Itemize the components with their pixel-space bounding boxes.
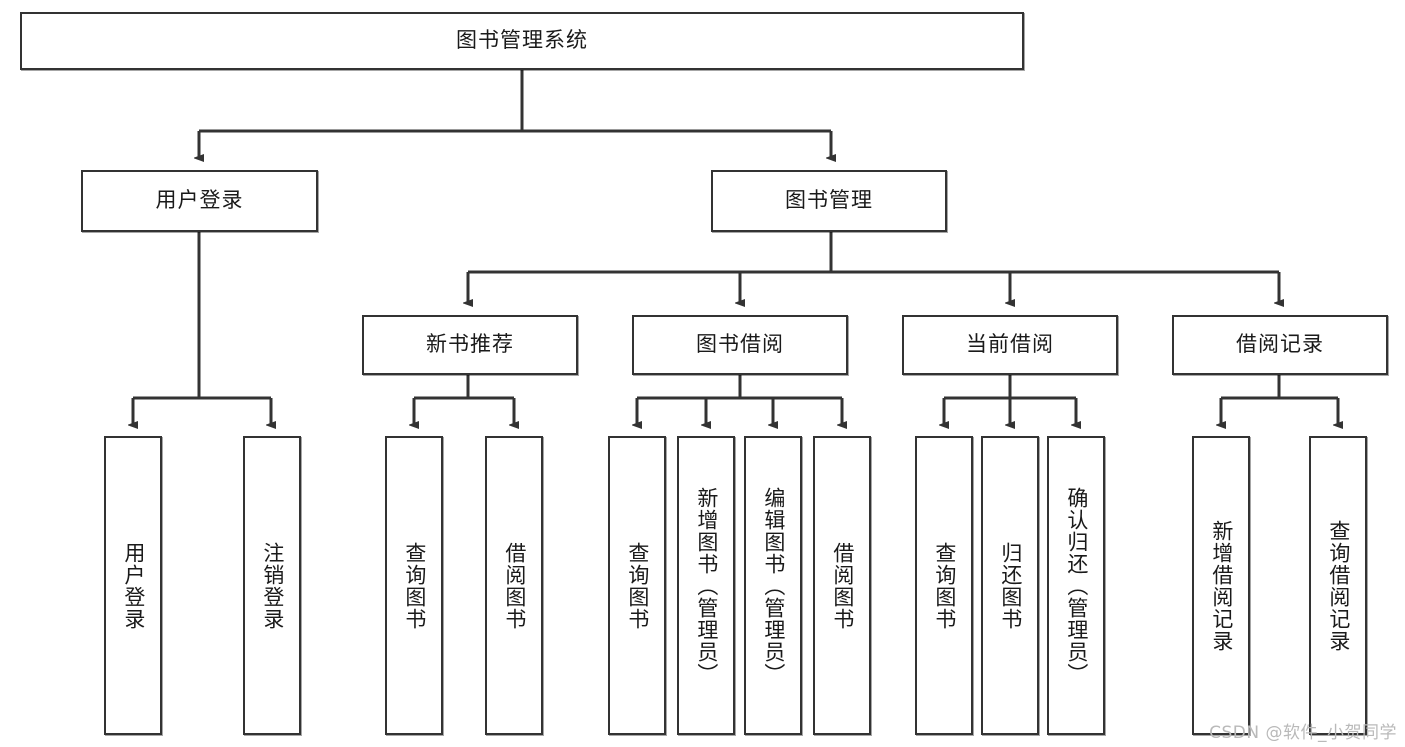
leaf-query-book-borrow[interactable]: 查询图书 <box>608 436 666 735</box>
leaf-borrow-book-label: 借阅图书 <box>830 541 855 630</box>
leaf-query-book-newbook[interactable]: 查询图书 <box>385 436 443 735</box>
node-user-login[interactable]: 用户登录 <box>81 170 318 232</box>
leaf-query-book-borrow-label: 查询图书 <box>625 541 650 630</box>
leaf-borrow-book-newbook-label: 借阅图书 <box>502 541 527 630</box>
leaf-user-login[interactable]: 用户登录 <box>104 436 162 735</box>
leaf-borrow-book-newbook[interactable]: 借阅图书 <box>485 436 543 735</box>
node-book-management-label: 图书管理 <box>785 188 873 213</box>
leaf-return-book-label: 归还图书 <box>998 541 1023 630</box>
leaf-edit-book-admin[interactable]: 编辑图书（管理员） <box>744 436 802 735</box>
leaf-add-book-admin[interactable]: 新增图书（管理员） <box>677 436 735 735</box>
leaf-query-borrow-record-label: 查询借阅记录 <box>1326 519 1351 652</box>
node-current-borrow-label: 当前借阅 <box>966 332 1054 357</box>
node-user-login-label: 用户登录 <box>155 188 244 213</box>
leaf-confirm-return-admin[interactable]: 确认归还（管理员） <box>1047 436 1105 735</box>
leaf-add-borrow-record[interactable]: 新增借阅记录 <box>1192 436 1250 735</box>
node-current-borrow[interactable]: 当前借阅 <box>902 315 1118 375</box>
leaf-confirm-return-admin-label: 确认归还（管理员） <box>1064 486 1089 685</box>
leaf-query-book-current[interactable]: 查询图书 <box>915 436 973 735</box>
leaf-query-book-newbook-label: 查询图书 <box>402 541 427 630</box>
node-new-book-recommend-label: 新书推荐 <box>426 332 514 357</box>
leaf-borrow-book[interactable]: 借阅图书 <box>813 436 871 735</box>
leaf-query-book-current-label: 查询图书 <box>932 541 957 630</box>
leaf-logout[interactable]: 注销登录 <box>243 436 301 735</box>
leaf-add-book-admin-label: 新增图书（管理员） <box>694 486 719 685</box>
node-borrow-records-label: 借阅记录 <box>1236 332 1324 357</box>
leaf-logout-label: 注销登录 <box>260 541 285 630</box>
node-root-label: 图书管理系统 <box>456 28 588 53</box>
node-borrow-records[interactable]: 借阅记录 <box>1172 315 1388 375</box>
leaf-user-login-label: 用户登录 <box>121 541 146 630</box>
leaf-query-borrow-record[interactable]: 查询借阅记录 <box>1309 436 1367 735</box>
node-book-management[interactable]: 图书管理 <box>711 170 947 232</box>
node-new-book-recommend[interactable]: 新书推荐 <box>362 315 578 375</box>
leaf-return-book[interactable]: 归还图书 <box>981 436 1039 735</box>
leaf-add-borrow-record-label: 新增借阅记录 <box>1209 519 1234 652</box>
node-root[interactable]: 图书管理系统 <box>20 12 1024 70</box>
node-book-borrow-label: 图书借阅 <box>696 332 784 357</box>
node-book-borrow[interactable]: 图书借阅 <box>632 315 848 375</box>
leaf-edit-book-admin-label: 编辑图书（管理员） <box>761 486 786 685</box>
